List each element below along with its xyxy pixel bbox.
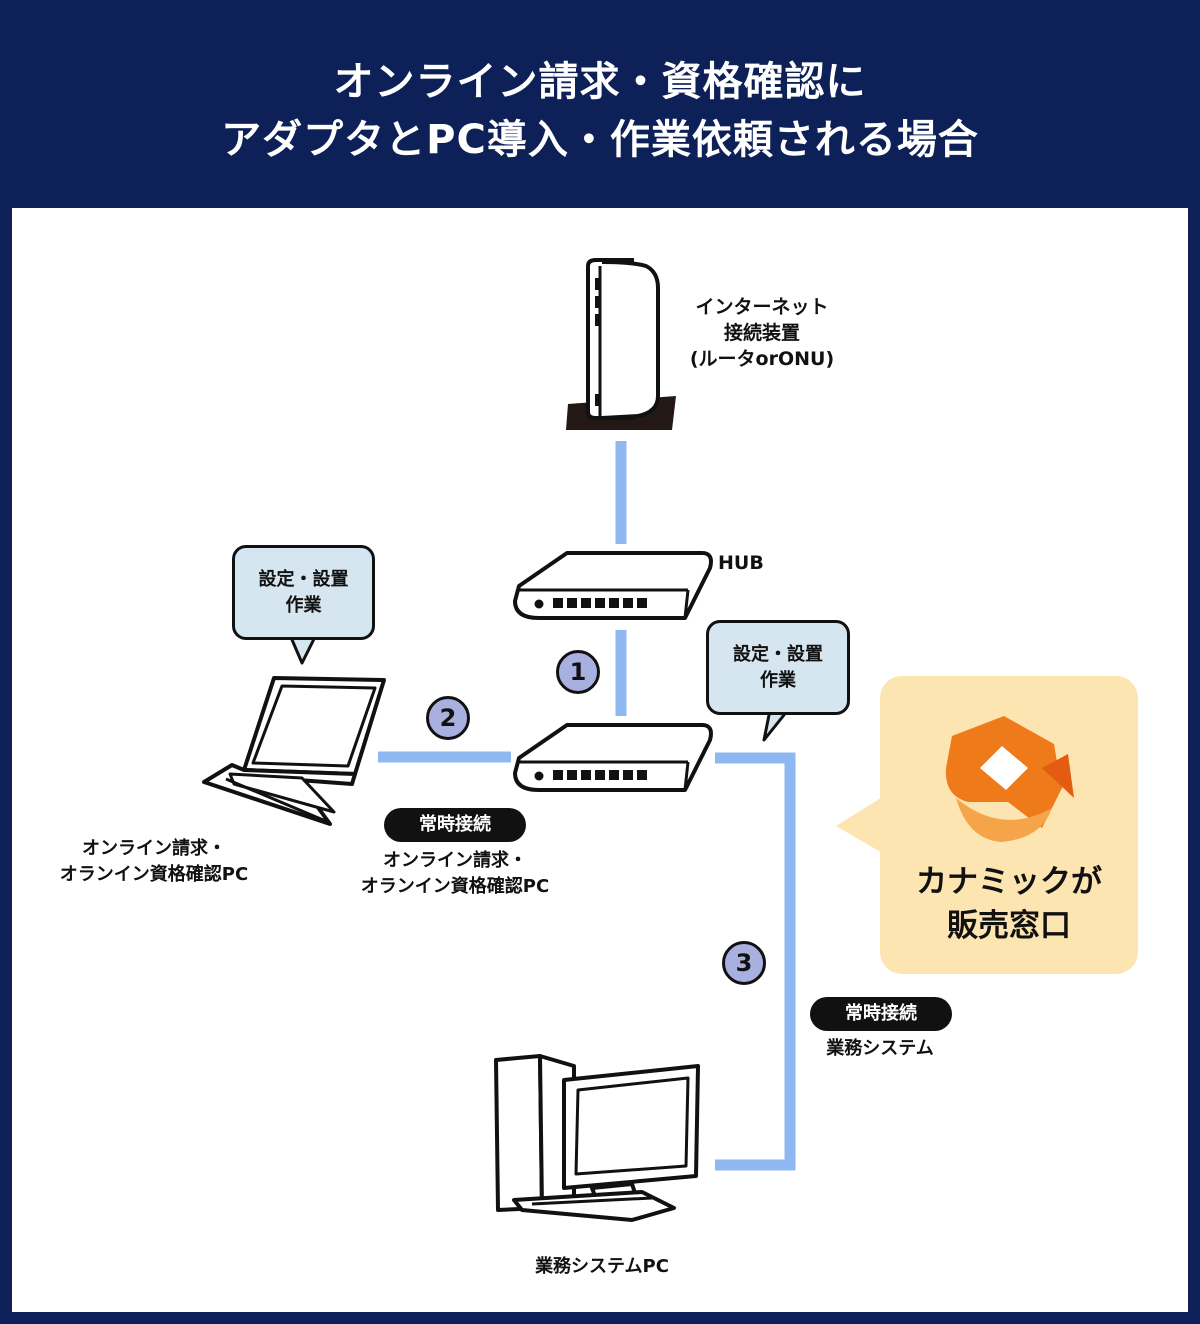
adapter-label-line-2: オランイン資格確認PC — [360, 876, 550, 897]
step-3-circle: 3 — [722, 941, 766, 985]
right-task-bubble: 設定・設置 作業 — [706, 620, 850, 715]
left-bubble-line-1: 設定・設置 — [258, 568, 349, 590]
hub-icon — [513, 551, 713, 620]
header: オンライン請求・資格確認に アダプタとPC導入・作業依頼される場合 — [0, 0, 1200, 208]
right-bubble-tail — [762, 709, 790, 742]
adapter-label: オンライン請求・ オランイン資格確認PC — [330, 848, 580, 900]
left-task-bubble: 設定・設置 作業 — [232, 545, 375, 640]
title-line-1: オンライン請求・資格確認に — [333, 59, 867, 105]
adapter-status-badge: 常時接続 — [384, 808, 526, 842]
system-status-badge: 常時接続 — [810, 997, 952, 1031]
desktop-pc-icon — [494, 1054, 700, 1222]
diagram-panel: インターネット 接続装置 (ルータorONU) HUB オンライン請求・ オラン… — [12, 208, 1188, 1312]
router-label-line-2: 接続装置 — [723, 322, 800, 344]
step-1-circle: 1 — [556, 650, 600, 694]
laptop-pc-label-line-1: オンライン請求・ — [82, 838, 226, 859]
step-2-circle: 2 — [426, 696, 470, 740]
right-bubble-line-2: 作業 — [760, 669, 796, 691]
laptop-pc-label-line-2: オランイン資格確認PC — [59, 864, 249, 885]
vendor-line-2: 販売窓口 — [947, 908, 1071, 944]
desktop-pc-label: 業務システムPC — [535, 1256, 669, 1277]
vendor-line-1: カナミックが — [916, 864, 1102, 900]
hub-label: HUB — [718, 552, 764, 574]
left-bubble-line-2: 作業 — [285, 594, 322, 616]
router-label-line-1: インターネット — [695, 296, 829, 318]
adapter-desktop-line — [715, 752, 796, 1171]
system-label: 業務システム — [826, 1038, 934, 1059]
router-icon — [566, 258, 676, 430]
router-label-line-3: (ルータorONU) — [689, 348, 835, 370]
left-bubble-tail — [288, 634, 318, 665]
vendor-callout: カナミックが 販売窓口 — [880, 676, 1138, 974]
kanamic-logo-icon — [945, 716, 1074, 842]
network-diagram — [202, 258, 884, 1222]
adapter-icon — [513, 723, 713, 792]
router-label: インターネット 接続装置 (ルータorONU) — [662, 294, 862, 372]
title-line-2: アダプタとPC導入・作業依頼される場合 — [221, 117, 979, 163]
adapter-label-line-1: オンライン請求・ — [383, 850, 527, 871]
laptop-pc-label: オンライン請求・ オランイン資格確認PC — [34, 836, 274, 888]
laptop-icon — [202, 676, 386, 826]
vendor-bubble-tail — [836, 796, 884, 854]
right-bubble-line-1: 設定・設置 — [733, 643, 823, 665]
